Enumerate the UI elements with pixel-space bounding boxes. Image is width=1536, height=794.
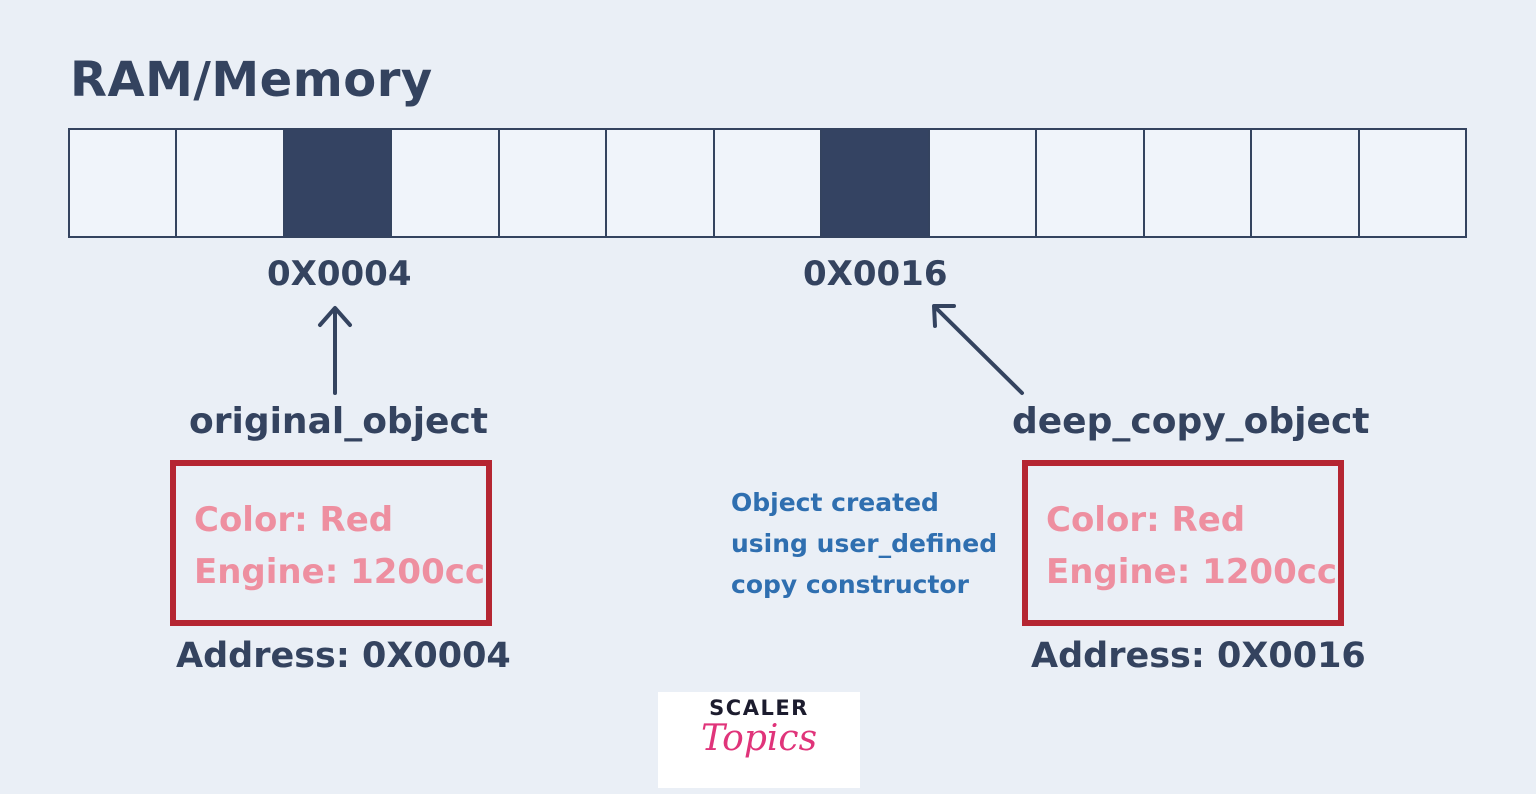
address-label-copy: 0X0016: [803, 254, 948, 294]
original-object-color: Color: Red: [194, 500, 394, 540]
memory-cell: [1252, 130, 1360, 236]
original-object-engine: Engine: 1200cc: [194, 552, 486, 592]
note-line: copy constructor: [731, 570, 969, 599]
note-line: Object created: [731, 488, 939, 517]
copy-constructor-note: Object created using user_defined copy c…: [731, 482, 997, 605]
arrow-up-original: [318, 306, 352, 395]
memory-cell: [70, 130, 178, 236]
memory-cell: [500, 130, 608, 236]
scaler-topics-logo: SCALER Topics: [658, 692, 860, 788]
memory-cell: [1037, 130, 1145, 236]
deep-copy-object-box: Color: Red Engine: 1200cc: [1022, 460, 1344, 626]
original-object-address: Address: 0X0004: [176, 636, 511, 676]
note-line: using user_defined: [731, 529, 998, 558]
memory-cell: [392, 130, 500, 236]
memory-cell: [1145, 130, 1253, 236]
diagram-title: RAM/Memory: [70, 52, 433, 108]
memory-cell: [715, 130, 823, 236]
logo-topics-text: Topics: [700, 718, 818, 759]
memory-cell-allocated: [822, 130, 930, 236]
original-object-label: original_object: [189, 401, 489, 442]
arrow-diagonal-copy: [932, 304, 1024, 395]
memory-cell: [930, 130, 1038, 236]
address-label-original: 0X0004: [267, 254, 412, 294]
memory-cell: [177, 130, 285, 236]
deep-copy-object-color: Color: Red: [1046, 500, 1246, 540]
original-object-box: Color: Red Engine: 1200cc: [170, 460, 492, 626]
deep-copy-object-address: Address: 0X0016: [1031, 636, 1366, 676]
deep-copy-object-label: deep_copy_object: [1012, 401, 1370, 442]
memory-cell: [607, 130, 715, 236]
logo-scaler-text: SCALER: [709, 696, 809, 720]
memory-bar: [68, 128, 1467, 238]
memory-cell-allocated: [284, 130, 393, 236]
deep-copy-object-engine: Engine: 1200cc: [1046, 552, 1338, 592]
